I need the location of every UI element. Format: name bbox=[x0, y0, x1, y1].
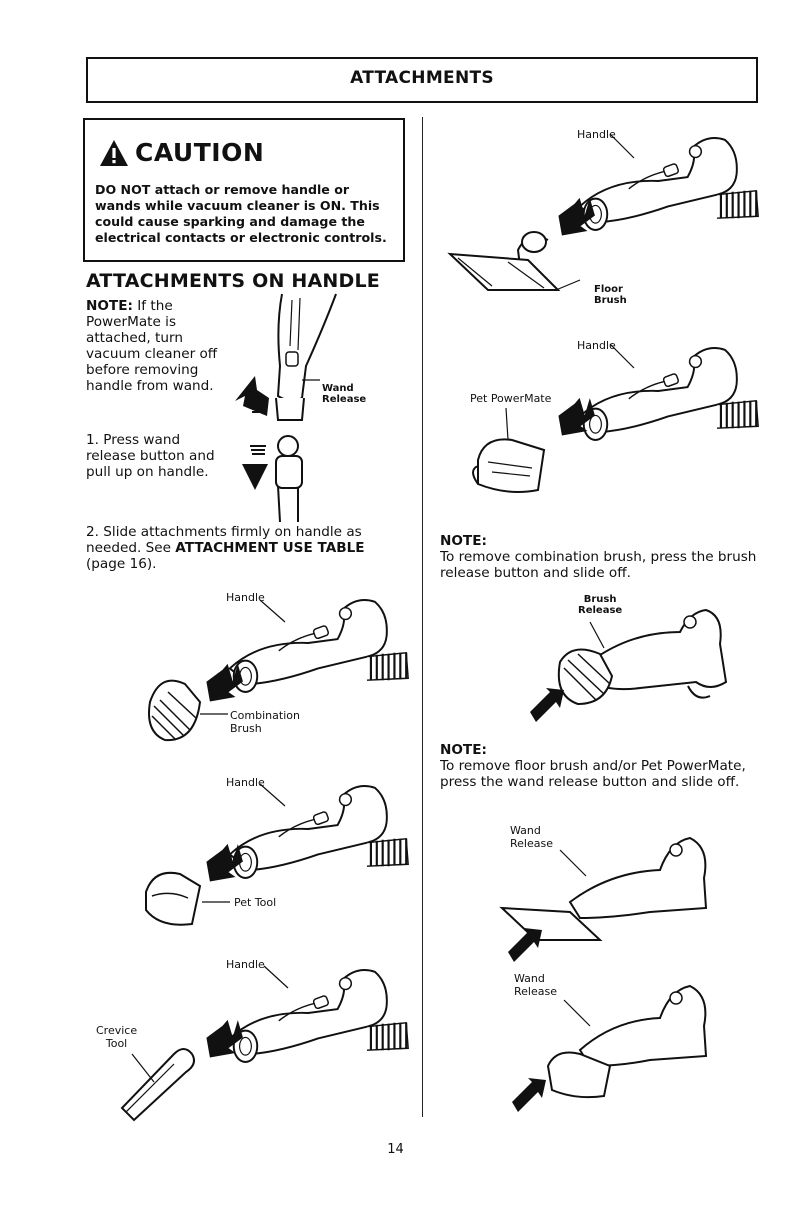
brush-release-label: Brush Release bbox=[578, 594, 623, 616]
pet-powermate-illustration bbox=[472, 343, 760, 493]
page-number: 14 bbox=[387, 1142, 404, 1157]
wand-release-label-3: Wand Release bbox=[514, 972, 557, 998]
crevice-tool-illustration bbox=[120, 965, 410, 1122]
caution-box: CAUTION DO NOT attach or remove handle o… bbox=[83, 118, 405, 262]
brush-release-illustration bbox=[530, 608, 728, 722]
pet-tool-label: Pet Tool bbox=[234, 896, 277, 909]
page-header: ATTACHMENTS bbox=[86, 57, 758, 103]
note-text: If the PowerMate is attached, turn vacuu… bbox=[86, 298, 218, 394]
handle-label-1: Handle bbox=[226, 591, 265, 604]
wand-release-label-2: Wand Release bbox=[510, 824, 553, 850]
section-title: ATTACHMENTS ON HANDLE bbox=[86, 270, 380, 292]
note-floor-brush: NOTE: To remove floor brush and/or Pet P… bbox=[440, 742, 746, 790]
step-1: 1. Press wand release button and pull up… bbox=[86, 432, 215, 480]
combination-brush-illustration bbox=[148, 598, 410, 742]
caution-heading: CAUTION bbox=[99, 138, 264, 167]
note-combination-brush: NOTE: To remove combination brush, press… bbox=[440, 533, 757, 581]
note-label: NOTE: bbox=[86, 298, 133, 314]
caution-text: DO NOT attach or remove handle or wands … bbox=[95, 182, 387, 245]
floor-brush-illustration bbox=[447, 133, 760, 291]
handle-label-3: Handle bbox=[226, 958, 265, 971]
floor-brush-label: Floor Brush bbox=[594, 284, 627, 306]
warning-triangle-icon bbox=[100, 139, 128, 166]
crevice-tool-label: Crevice Tool bbox=[96, 1024, 138, 1050]
page-title: ATTACHMENTS bbox=[350, 68, 494, 88]
step-2: 2. Slide attachments firmly on handle as… bbox=[86, 524, 365, 572]
wand-release-illustration bbox=[235, 293, 337, 523]
combination-brush-label: Combination Brush bbox=[230, 709, 300, 735]
pet-powermate-label: Pet PowerMate bbox=[470, 392, 552, 405]
column-divider bbox=[422, 117, 423, 1117]
handle-label-2: Handle bbox=[226, 776, 265, 789]
handle-note: NOTE: If the PowerMate is attached, turn… bbox=[86, 298, 236, 394]
caution-label: CAUTION bbox=[135, 138, 265, 167]
wand-release-floor-illustration bbox=[499, 836, 708, 962]
handle-label-4: Handle bbox=[577, 128, 616, 141]
handle-label-5: Handle bbox=[577, 339, 616, 352]
wand-release-powermate-illustration bbox=[512, 984, 708, 1112]
pet-tool-illustration bbox=[145, 783, 410, 926]
wand-release-label: Wand Release bbox=[322, 383, 367, 405]
